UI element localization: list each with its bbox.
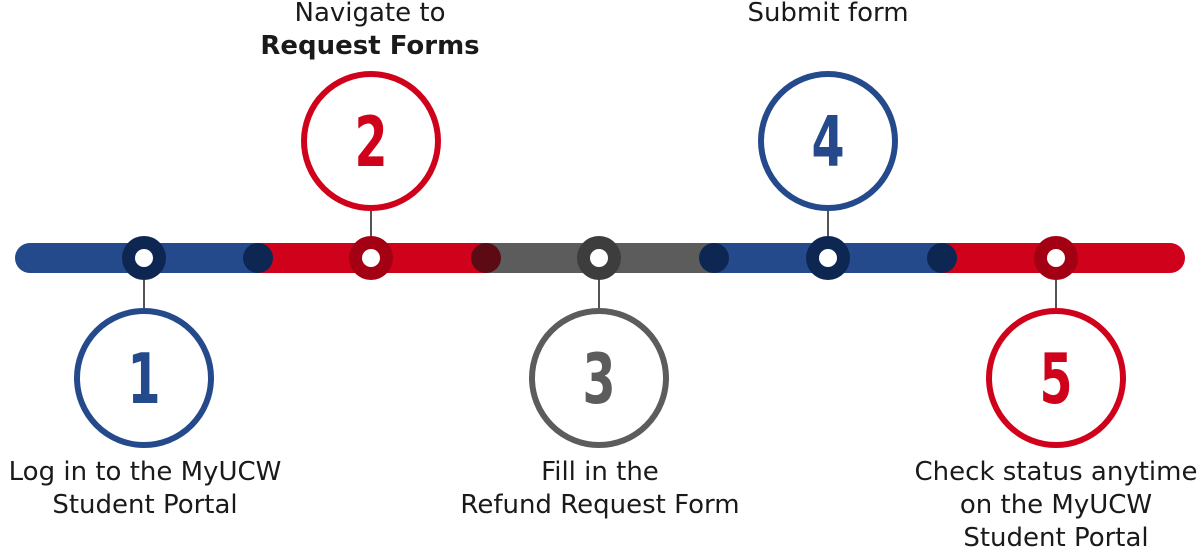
step-3-caption-line-2: Refund Request Form xyxy=(460,490,740,520)
step-4-circle xyxy=(758,71,898,211)
step-5-caption-line-3: Student Portal xyxy=(963,523,1149,553)
step-1-caption-line-2: Student Portal xyxy=(52,490,238,520)
step-3-number: 3 xyxy=(582,339,615,420)
step-3-caption: Fill in the Refund Request Form xyxy=(440,456,760,522)
step-3-circle xyxy=(529,308,669,448)
step-3-caption-line-1: Fill in the xyxy=(541,457,659,487)
step-4-caption-line-1: Submit form xyxy=(747,0,909,28)
track-junction-3 xyxy=(699,243,729,273)
step-circles: 1 2 3 4 5 xyxy=(74,71,1126,448)
step-5-caption: Check status anytime on the MyUCW Studen… xyxy=(906,456,1200,555)
track-junction-4 xyxy=(927,243,957,273)
step-2-number: 2 xyxy=(354,102,387,183)
step-5-caption-line-2: on the MyUCW xyxy=(959,490,1153,520)
step-2-circle xyxy=(301,71,441,211)
step-5-caption-line-1: Check status anytime xyxy=(914,457,1198,487)
step-1-circle xyxy=(74,308,214,448)
step-2-caption-bold: Request Forms xyxy=(260,31,480,61)
step-5-number: 5 xyxy=(1039,339,1072,420)
step-1-caption: Log in to the MyUCW Student Portal xyxy=(0,456,290,522)
step-4-caption: Submit form xyxy=(678,0,978,30)
step-1-number: 1 xyxy=(127,339,160,420)
step-5-node-center xyxy=(1047,249,1065,267)
step-2-caption: Navigate to Request Forms xyxy=(220,0,520,63)
step-2-node-center xyxy=(362,249,380,267)
track-junction-1 xyxy=(243,243,273,273)
step-5-circle xyxy=(986,308,1126,448)
step-1-node-center xyxy=(135,249,153,267)
step-1-caption-line-1: Log in to the MyUCW xyxy=(8,457,282,487)
step-2-caption-line-1: Navigate to xyxy=(294,0,446,28)
step-2-caption-bold-line: Request Forms xyxy=(220,30,520,63)
timeline-nodes xyxy=(122,236,1078,280)
track-junction-2 xyxy=(471,243,501,273)
step-4-number: 4 xyxy=(811,102,844,183)
step-4-node-center xyxy=(819,249,837,267)
step-3-node-center xyxy=(590,249,608,267)
